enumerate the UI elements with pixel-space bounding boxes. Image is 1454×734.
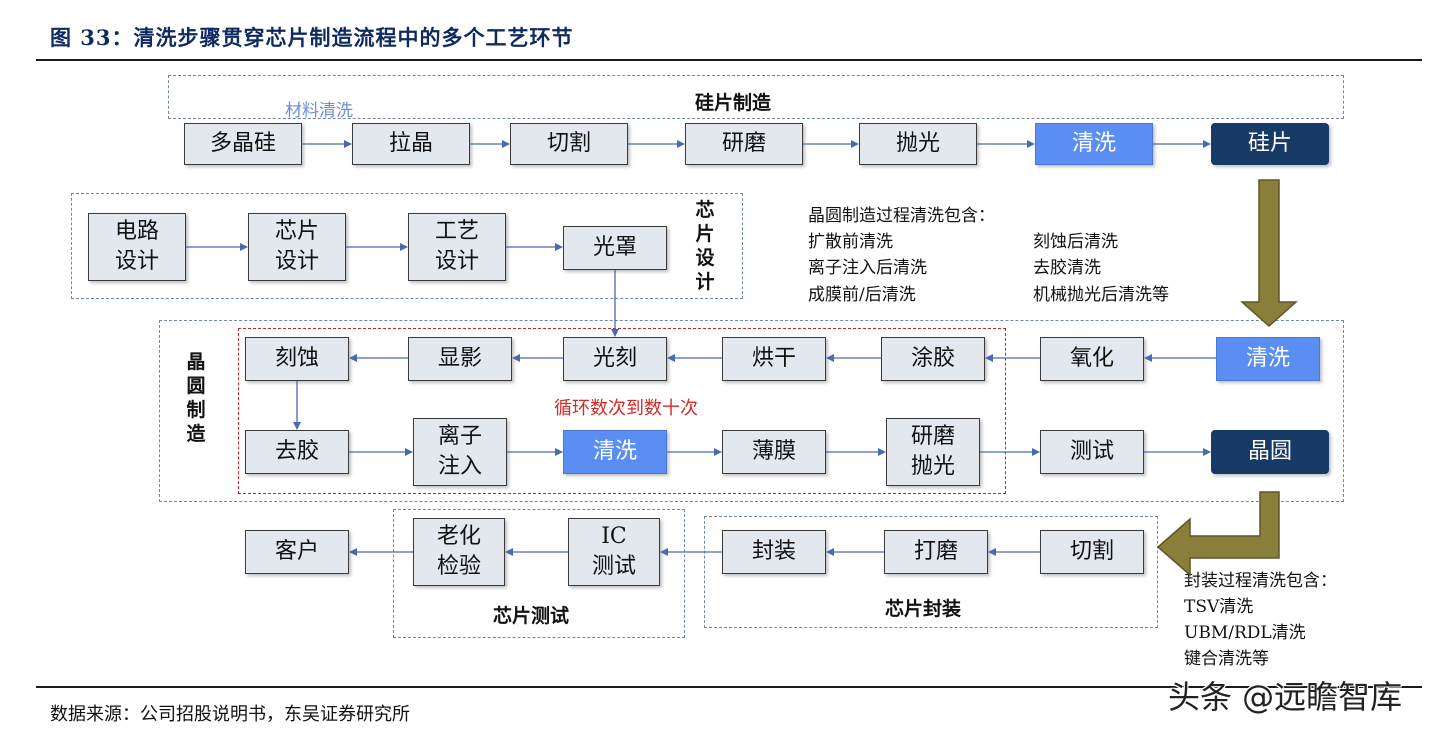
wafer-fab-group [159,320,1344,502]
step-grinding: 研磨 [685,123,803,165]
packaging-group [704,516,1158,628]
wafer-manufacturing-label: 硅片制造 [695,92,772,114]
step-cmp: 研磨 抛光 [886,418,980,486]
pkg-cleaning-heading: 封装过程清洗包含： [1184,571,1337,591]
pkg-cleaning-item-1: TSV清洗 [1184,597,1254,617]
step-grinding-pkg: 打磨 [884,530,988,574]
step-process-design: 工艺 设计 [408,213,506,281]
fab-cleaning-left-2: 离子注入后清洗 [808,258,927,278]
pkg-cleaning-item-3: 键合清洗等 [1184,649,1269,669]
repeat-loop-group [238,328,1006,494]
source-note: 数据来源：公司招股说明书，东吴证券研究所 [50,704,410,725]
step-polysilicon: 多晶硅 [184,123,302,165]
output-wafer: 晶圆 [1211,430,1329,474]
customer: 客户 [245,530,349,574]
step-developing: 显影 [408,337,512,381]
step-crystal-pulling: 拉晶 [352,123,470,165]
material-cleaning-note: 材料清洗 [285,101,353,121]
big-arrow-left [1156,491,1280,577]
output-silicon-wafer: 硅片 [1211,123,1329,165]
fab-cleaning-right-3: 机械抛光后清洗等 [1033,285,1169,305]
step-ic-test: IC 测试 [568,518,660,586]
pkg-cleaning-item-2: UBM/RDL清洗 [1184,623,1306,643]
wafer-fab-label: 晶圆制造 [186,351,206,445]
step-cleaning-wafer: 清洗 [1035,123,1153,165]
chip-design-label: 芯片设计 [695,199,715,293]
loop-count-note: 循环数次到数十次 [554,398,698,419]
big-arrow-down [1240,179,1298,328]
step-oxidation: 氧化 [1040,337,1144,381]
step-ion-implant: 离子 注入 [413,418,507,486]
step-burn-in: 老化 检验 [413,518,505,586]
top-rule [36,59,1422,61]
fab-cleaning-left-1: 扩散前清洗 [808,232,893,252]
step-etching: 刻蚀 [245,337,349,381]
chip-test-label: 芯片测试 [493,605,570,627]
wafer-manufacturing-group [168,75,1344,119]
step-testing: 测试 [1040,430,1144,474]
step-polishing: 抛光 [859,123,977,165]
step-cleaning-fab-2: 清洗 [563,430,667,474]
step-circuit-design: 电路 设计 [88,213,186,281]
packaging-label: 芯片封装 [885,598,962,620]
step-lithography: 光刻 [563,337,667,381]
figure-title: 图 33：清洗步骤贯穿芯片制造流程中的多个工艺环节 [50,25,574,50]
watermark: 头条 @远瞻智库 [1168,678,1403,716]
step-baking: 烘干 [722,337,826,381]
step-chip-design: 芯片 设计 [248,213,346,281]
chip-test-group [393,509,685,638]
step-resist-strip: 去胶 [245,430,349,474]
fab-cleaning-heading: 晶圆制造过程清洗包含： [808,206,995,226]
step-cleaning-fab-1: 清洗 [1216,337,1320,381]
step-coating: 涂胶 [881,337,985,381]
fab-cleaning-left-3: 成膜前/后清洗 [808,285,916,305]
step-slicing: 切割 [510,123,628,165]
fab-cleaning-right-1: 刻蚀后清洗 [1033,232,1118,252]
step-photomask: 光罩 [563,226,667,270]
step-thin-film: 薄膜 [722,430,826,474]
step-dicing: 切割 [1040,530,1144,574]
bottom-rule [36,686,1422,688]
fab-cleaning-right-2: 去胶清洗 [1033,258,1101,278]
chip-design-group [71,193,743,299]
step-packaging: 封装 [722,530,826,574]
